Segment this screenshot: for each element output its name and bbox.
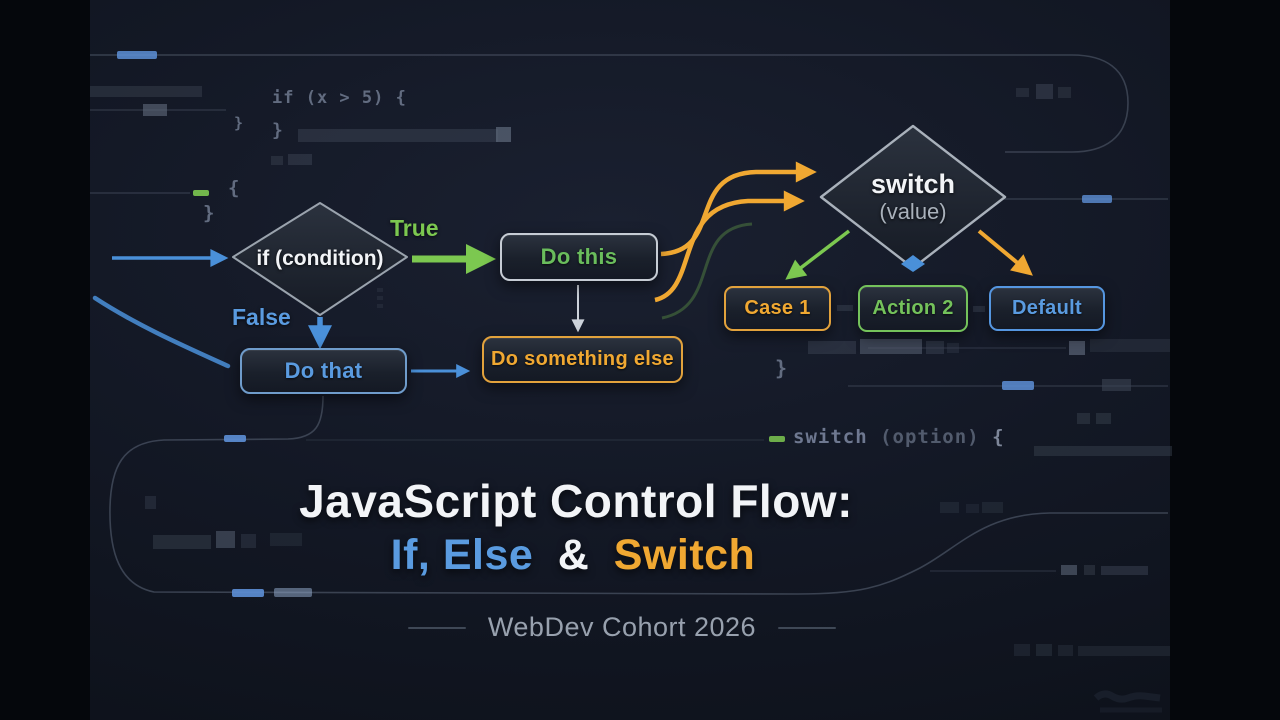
orange-curve-arrow-lower xyxy=(654,190,805,303)
poster-subtitle: WebDev Cohort 2026 xyxy=(487,612,757,642)
subtitle-left-dash xyxy=(407,626,466,629)
if-diamond xyxy=(232,202,408,316)
switch-default-arrow xyxy=(977,229,1033,276)
action2-box: Action 2 xyxy=(858,285,968,332)
false-label: False xyxy=(232,304,291,330)
switch-bottom-dot xyxy=(901,255,925,272)
switch-diamond-label: switch xyxy=(870,169,956,200)
switch-diamond-sublabel: (value) xyxy=(879,198,947,224)
bg-code-brace: { xyxy=(228,177,241,199)
true-label: True xyxy=(390,215,439,241)
do-that-box: Do that xyxy=(240,348,407,394)
watermark-squiggle xyxy=(1093,690,1161,703)
subtitle-row: WebDev Cohort 2026 xyxy=(90,612,1154,643)
bg-code-switch-brace: { xyxy=(992,426,1005,448)
bg-code-brace: } xyxy=(775,356,789,380)
bg-code-if-line: if (x > 5) { xyxy=(272,88,407,108)
do-something-else-box: Do something else xyxy=(482,336,683,383)
default-box: Default xyxy=(989,286,1105,331)
subtitle-right-dash xyxy=(778,626,837,629)
case1-box: Case 1 xyxy=(724,286,831,331)
bg-code-brace: } xyxy=(203,202,216,224)
title-if-else: If, Else xyxy=(390,531,534,579)
bg-code-switch-argument: (option) xyxy=(880,426,980,448)
bg-code-switch-line: switch (option) { xyxy=(793,426,1005,448)
orange-curve-arrow-upper xyxy=(660,161,817,257)
code-blur-bars xyxy=(90,51,1172,656)
poster-title-line1: JavaScript Control Flow: xyxy=(299,475,853,527)
title-switch: Switch xyxy=(613,531,756,579)
switch-diamond xyxy=(819,124,1007,270)
bg-code-brace: } xyxy=(234,114,245,132)
blue-arc-flourish xyxy=(92,295,231,369)
do-this-box: Do this xyxy=(500,233,658,281)
title-ampersand: & xyxy=(557,531,590,579)
poster-title-line2: If, Else & Switch xyxy=(90,531,1056,580)
bg-code-switch-keyword: switch xyxy=(793,426,868,448)
if-diamond-label: if (condition) xyxy=(256,247,384,270)
switch-case1-arrow xyxy=(785,229,851,280)
bg-code-brace: } xyxy=(272,120,284,141)
